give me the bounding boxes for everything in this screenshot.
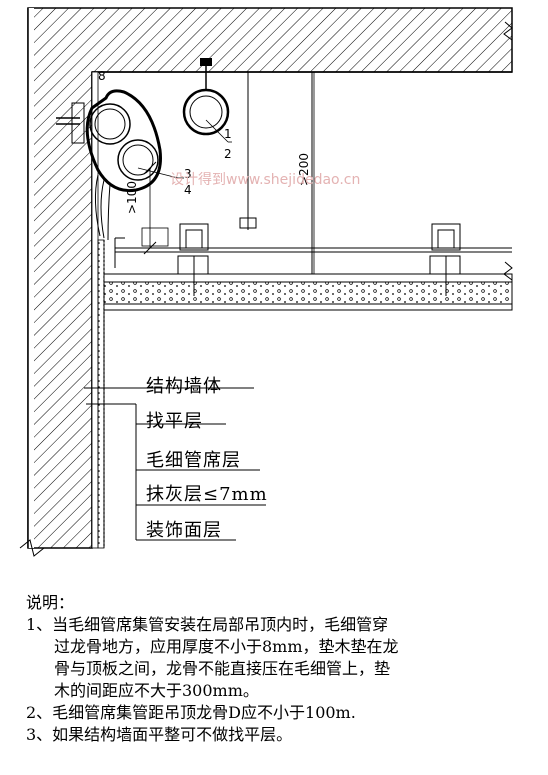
watermark: 设计得到www.shejidedao.cn xyxy=(170,171,360,188)
construction-detail-drawing: 8 1 2 3 4 >100 >200 设计得到www.shejidedao.c… xyxy=(19,7,513,557)
ceiling-keels xyxy=(114,72,512,296)
layer-label-capillary-mat: 毛细管席层 xyxy=(146,450,241,471)
layer-label-structural-wall: 结构墙体 xyxy=(146,376,222,397)
notes-section: 说明： 1、当毛细管席集管安装在局部吊顶内时，毛细管穿 过龙骨地方，应用厚度不小… xyxy=(26,592,536,746)
callout-1: 1 xyxy=(224,127,232,141)
note-2: 2、毛细管席集管距吊顶龙骨D应不小于100m. xyxy=(26,703,356,722)
wall-finish-layers xyxy=(91,71,105,549)
layer-label-decorative-finish: 装饰面层 xyxy=(146,520,222,541)
callout-4: 4 xyxy=(184,183,192,197)
layer-label-plaster: 抹灰层≤7mm xyxy=(146,484,268,505)
note-3: 3、如果结构墙面平整可不做找平层。 xyxy=(26,725,293,744)
note-1-line-2: 过龙骨地方，应用厚度不小于8mm，垫木垫在龙 xyxy=(54,637,399,656)
callout-8: 8 xyxy=(98,69,106,83)
callout-3: 3 xyxy=(184,167,192,181)
layer-leaders xyxy=(84,387,266,541)
dimension-200: >200 xyxy=(297,153,311,186)
note-1-line-1: 1、当毛细管席集管安装在局部吊顶内时，毛细管穿 xyxy=(26,615,389,634)
callout-2: 2 xyxy=(224,147,232,161)
note-1-line-3: 骨与顶板之间，龙骨不能直接压在毛细管上，垫 xyxy=(54,659,391,678)
dimension-100: >100 xyxy=(125,181,139,214)
ceiling-finish xyxy=(103,261,513,548)
dimension-lines xyxy=(137,72,315,274)
layer-label-leveling: 找平层 xyxy=(146,411,203,432)
notes-heading: 说明： xyxy=(26,593,75,612)
note-1-line-4: 木的间距应不大于300mm。 xyxy=(54,681,259,700)
capillary-header-pipes xyxy=(56,58,230,241)
